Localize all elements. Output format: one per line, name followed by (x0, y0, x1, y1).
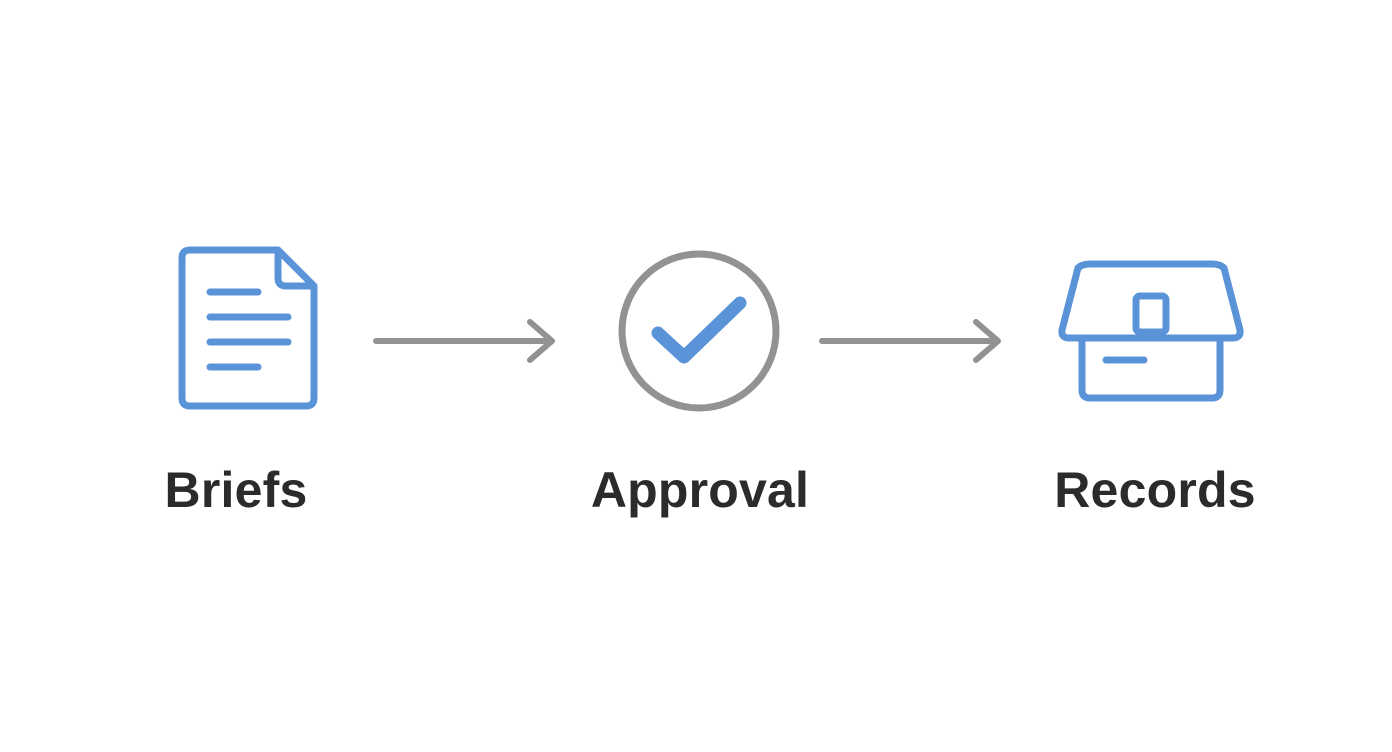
arrow-right-icon (373, 319, 555, 363)
step-label-records: Records (1054, 462, 1256, 518)
arrow-right-icon (819, 319, 1001, 363)
checkmark-circle-icon (618, 250, 780, 412)
archive-box-icon (1058, 260, 1244, 402)
step-label-approval: Approval (590, 462, 810, 518)
step-label-briefs: Briefs (164, 462, 308, 518)
document-icon (178, 246, 318, 410)
